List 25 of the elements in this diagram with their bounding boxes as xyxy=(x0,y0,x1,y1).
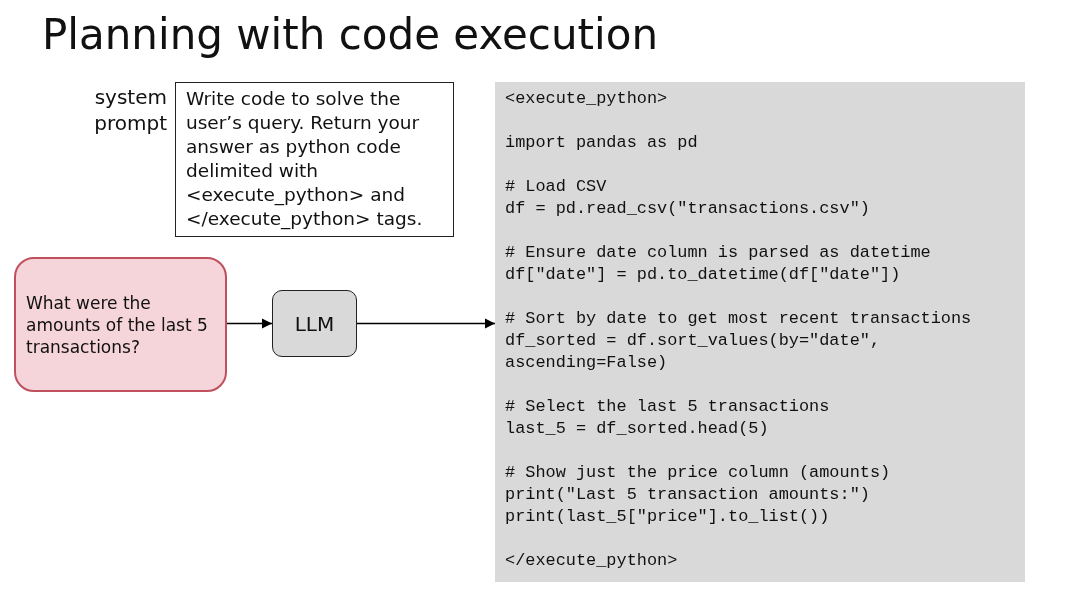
node-text: What were the amounts of the last 5 transactions? xyxy=(26,291,209,358)
code-line: import pandas as pd xyxy=(505,132,698,154)
code-line: # Ensure date column is parsed as datetime xyxy=(505,242,931,264)
code-panel xyxy=(495,82,1025,582)
side-label: system prompt xyxy=(93,84,167,136)
code-line: df = pd.read_csv("transactions.csv") xyxy=(505,198,870,220)
code-line: last_5 = df_sorted.head(5) xyxy=(505,418,769,440)
code-line: print("Last 5 transaction amounts:") xyxy=(505,484,870,506)
code-line: # Load CSV xyxy=(505,176,607,198)
title: Planning with code execution xyxy=(42,10,659,59)
prompt-box xyxy=(175,82,454,237)
code-line: <execute_python> xyxy=(505,88,668,110)
code-line: # Select the last 5 transactions xyxy=(505,396,830,418)
code-line: print(last_5["price"].to_list()) xyxy=(505,506,830,528)
node-text: LLM xyxy=(294,311,335,336)
question-box xyxy=(14,257,227,392)
code-line: # Show just the price column (amounts) xyxy=(505,462,891,484)
code-line: df_sorted = df.sort_values(by="date", ascending=False) xyxy=(505,330,882,374)
arrow xyxy=(226,318,273,329)
code-line: </execute_python> xyxy=(505,550,678,572)
code-line: # Sort by date to get most recent transactions xyxy=(505,308,972,330)
code-line: df["date"] = pd.to_datetime(df["date"]) xyxy=(505,264,901,286)
arrow xyxy=(356,318,496,329)
model-box xyxy=(272,290,357,357)
node-text: Write code to solve the user’s query. Return your answer as python code delimited with <execute_python> and </execute_python> tags. xyxy=(186,87,424,231)
